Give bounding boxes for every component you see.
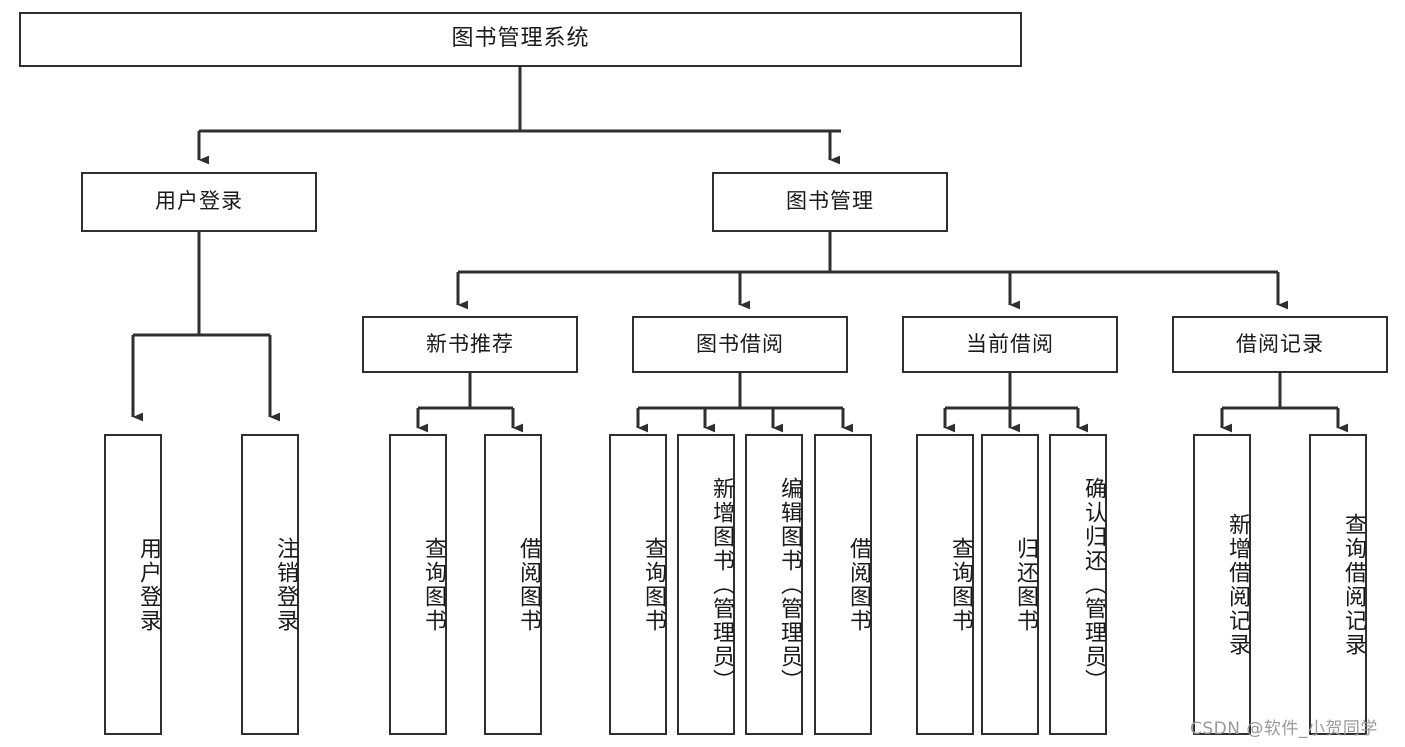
leaf-borrow-add-book-admin[interactable]: 新增图书（管理员） [677, 434, 735, 735]
leaf-borrow-query-book-label: 查询图书 [641, 536, 666, 633]
leaf-borrow-edit-book-admin[interactable]: 编辑图书（管理员） [745, 434, 803, 735]
leaf-borrow-edit-book-admin-label: 编辑图书（管理员） [777, 476, 802, 693]
leaf-user-logout[interactable]: 注销登录 [241, 434, 299, 735]
leaf-user-login-label: 用户登录 [136, 536, 161, 633]
leaf-recommend-borrow-book[interactable]: 借阅图书 [484, 434, 542, 735]
node-user-login[interactable]: 用户登录 [81, 172, 317, 232]
leaf-user-login[interactable]: 用户登录 [104, 434, 162, 735]
node-current-borrow[interactable]: 当前借阅 [902, 316, 1118, 373]
leaf-current-confirm-return-admin-label: 确认归还（管理员） [1081, 476, 1106, 693]
leaf-borrow-query-book[interactable]: 查询图书 [609, 434, 667, 735]
leaf-borrow-borrow-book-label: 借阅图书 [846, 536, 871, 633]
node-new-book-recommend[interactable]: 新书推荐 [362, 316, 578, 373]
leaf-current-query-book[interactable]: 查询图书 [916, 434, 974, 735]
node-book-borrow-label: 图书借阅 [696, 331, 784, 356]
node-user-login-label: 用户登录 [155, 189, 243, 214]
leaf-record-add-label: 新增借阅记录 [1225, 512, 1250, 657]
node-book-management-label: 图书管理 [786, 189, 874, 214]
leaf-current-confirm-return-admin[interactable]: 确认归还（管理员） [1049, 434, 1107, 735]
leaf-current-return-book-label: 归还图书 [1013, 536, 1038, 633]
node-root-system[interactable]: 图书管理系统 [19, 12, 1022, 67]
node-borrow-record[interactable]: 借阅记录 [1172, 316, 1388, 373]
leaf-borrow-borrow-book[interactable]: 借阅图书 [814, 434, 872, 735]
node-new-book-recommend-label: 新书推荐 [426, 331, 514, 356]
node-current-borrow-label: 当前借阅 [966, 331, 1054, 356]
leaf-current-return-book[interactable]: 归还图书 [981, 434, 1039, 735]
leaf-recommend-borrow-book-label: 借阅图书 [516, 536, 541, 633]
leaf-recommend-query-book-label: 查询图书 [421, 536, 446, 633]
leaf-borrow-add-book-admin-label: 新增图书（管理员） [709, 476, 734, 693]
node-book-borrow[interactable]: 图书借阅 [632, 316, 848, 373]
leaf-record-add[interactable]: 新增借阅记录 [1193, 434, 1251, 735]
csdn-watermark: CSDN @软件_小贺同学 [1190, 719, 1378, 739]
node-book-management[interactable]: 图书管理 [712, 172, 948, 232]
leaf-record-query-label: 查询借阅记录 [1341, 512, 1366, 657]
leaf-record-query[interactable]: 查询借阅记录 [1309, 434, 1367, 735]
node-root-system-label: 图书管理系统 [451, 26, 590, 52]
node-borrow-record-label: 借阅记录 [1236, 331, 1324, 356]
leaf-user-logout-label: 注销登录 [273, 536, 298, 633]
leaf-current-query-book-label: 查询图书 [948, 536, 973, 633]
leaf-recommend-query-book[interactable]: 查询图书 [389, 434, 447, 735]
